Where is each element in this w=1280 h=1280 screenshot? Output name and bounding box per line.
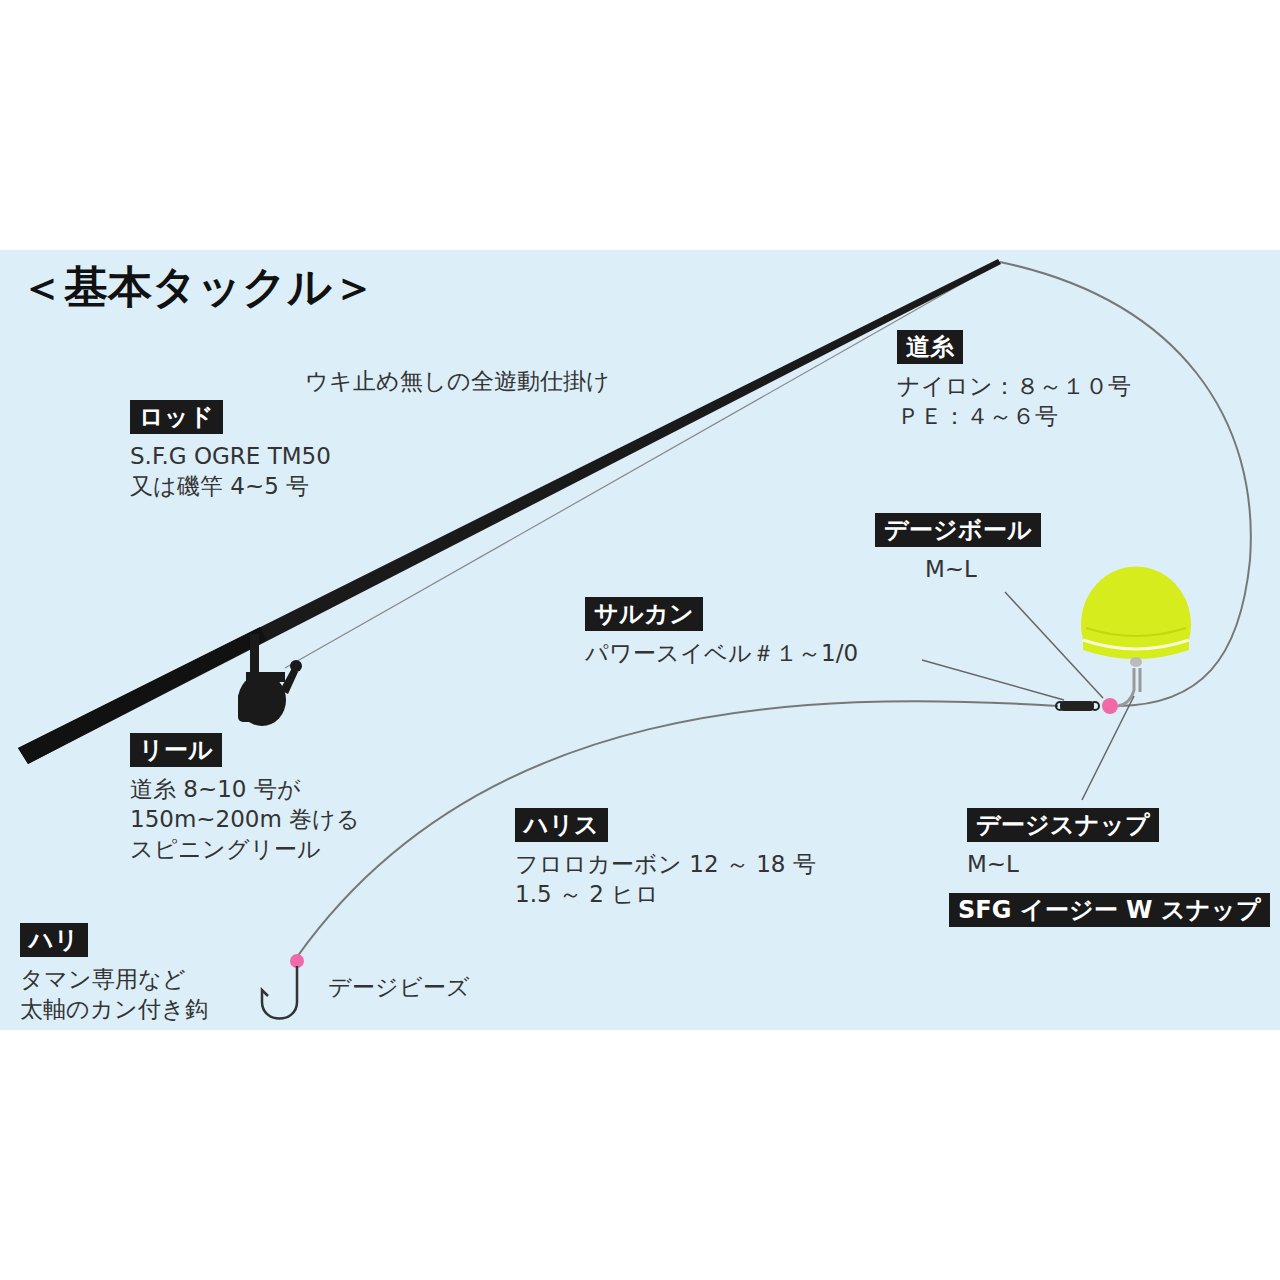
hook-bead: [290, 954, 304, 968]
rod: [18, 259, 1001, 764]
label-tag: ロッド: [130, 400, 223, 434]
part-label: 道糸ナイロン：８～１０号 ＰＥ：４～６号: [897, 330, 1161, 432]
label-tag: SFG イージー W スナップ: [949, 893, 1270, 927]
label-tag: リール: [130, 733, 222, 767]
swivel: [1056, 701, 1099, 711]
part-label: ロッド S.F.G OGRE TM50 又は磯竿 4~5 号: [130, 400, 364, 502]
diagram-title: ＜基本タックル＞: [20, 258, 376, 317]
label-body: M~L: [967, 850, 1207, 880]
label-body: ナイロン：８～１０号 ＰＥ：４～６号: [897, 372, 1159, 432]
label-tag: ハリス: [515, 808, 608, 842]
main-line: [1000, 262, 1251, 706]
note-label: デージビーズ: [328, 972, 470, 1003]
label-body: M~L: [925, 555, 1125, 585]
bead: [1102, 698, 1118, 714]
label-body: S.F.G OGRE TM50 又は磯竿 4~5 号: [130, 442, 362, 502]
hook: [262, 966, 297, 1019]
reel-line: [285, 262, 1000, 668]
label-body: パワースイベル＃１～1/0: [585, 639, 925, 669]
label-tag: ハリ: [20, 923, 88, 957]
panel-ground: [0, 250, 1280, 1030]
float: [1081, 567, 1191, 667]
part-label: リール道糸 8~10 号が 150m~200m 巻ける スピニングリール: [130, 733, 364, 865]
label-body: 道糸 8~10 号が 150m~200m 巻ける スピニングリール: [130, 775, 362, 865]
label-tag: 道糸: [897, 330, 963, 364]
rod-guides: [448, 316, 887, 543]
snap: [1118, 668, 1140, 706]
label-tag: デージボール: [875, 513, 1041, 547]
note-label: ウキ止め無しの全遊動仕掛け: [305, 366, 610, 397]
reel: [238, 634, 302, 726]
label-body: タマン専用など 太軸のカン付き鈎: [20, 965, 232, 1025]
part-label: ハリスフロロカーボン 12 ～ 18 号 1.5 ～ 2 ヒロ: [515, 808, 837, 910]
part-label: デージスナップ M~L: [967, 808, 1209, 880]
leader-line: [297, 701, 1058, 957]
part-label: デージボール M~L: [875, 513, 1127, 585]
callout-lines: [922, 592, 1134, 800]
part-label: ハリタマン専用など 太軸のカン付き鈎: [20, 923, 234, 1025]
label-body: フロロカーボン 12 ～ 18 号 1.5 ～ 2 ヒロ: [515, 850, 835, 910]
label-tag: デージスナップ: [967, 808, 1159, 842]
label-tag: サルカン: [585, 597, 703, 631]
part-label: SFG イージー W スナップ: [949, 893, 1272, 927]
part-label: サルカンパワースイベル＃１～1/0: [585, 597, 927, 669]
